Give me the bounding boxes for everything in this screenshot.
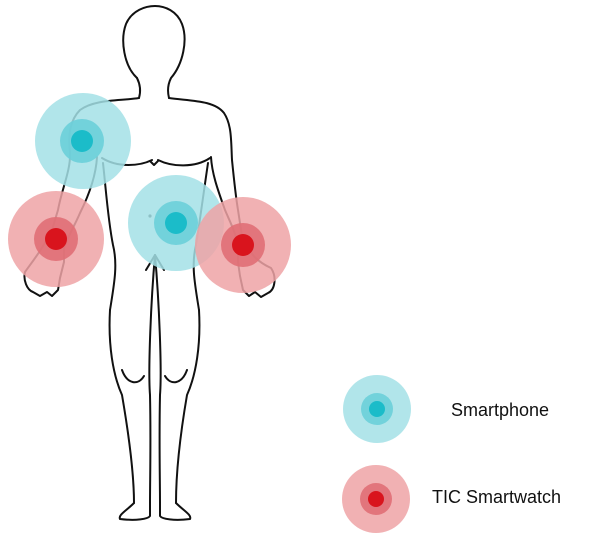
legend-watch-symbol	[342, 465, 410, 533]
legend-smartphone-symbol	[343, 375, 411, 443]
legend-watch-label: TIC Smartwatch	[432, 487, 561, 508]
watch-right-wrist-marker	[8, 191, 104, 287]
legend-smartphone-label: Smartphone	[451, 400, 549, 421]
smartphone-upper-arm-marker	[35, 93, 131, 189]
watch-left-wrist-marker	[195, 197, 291, 293]
